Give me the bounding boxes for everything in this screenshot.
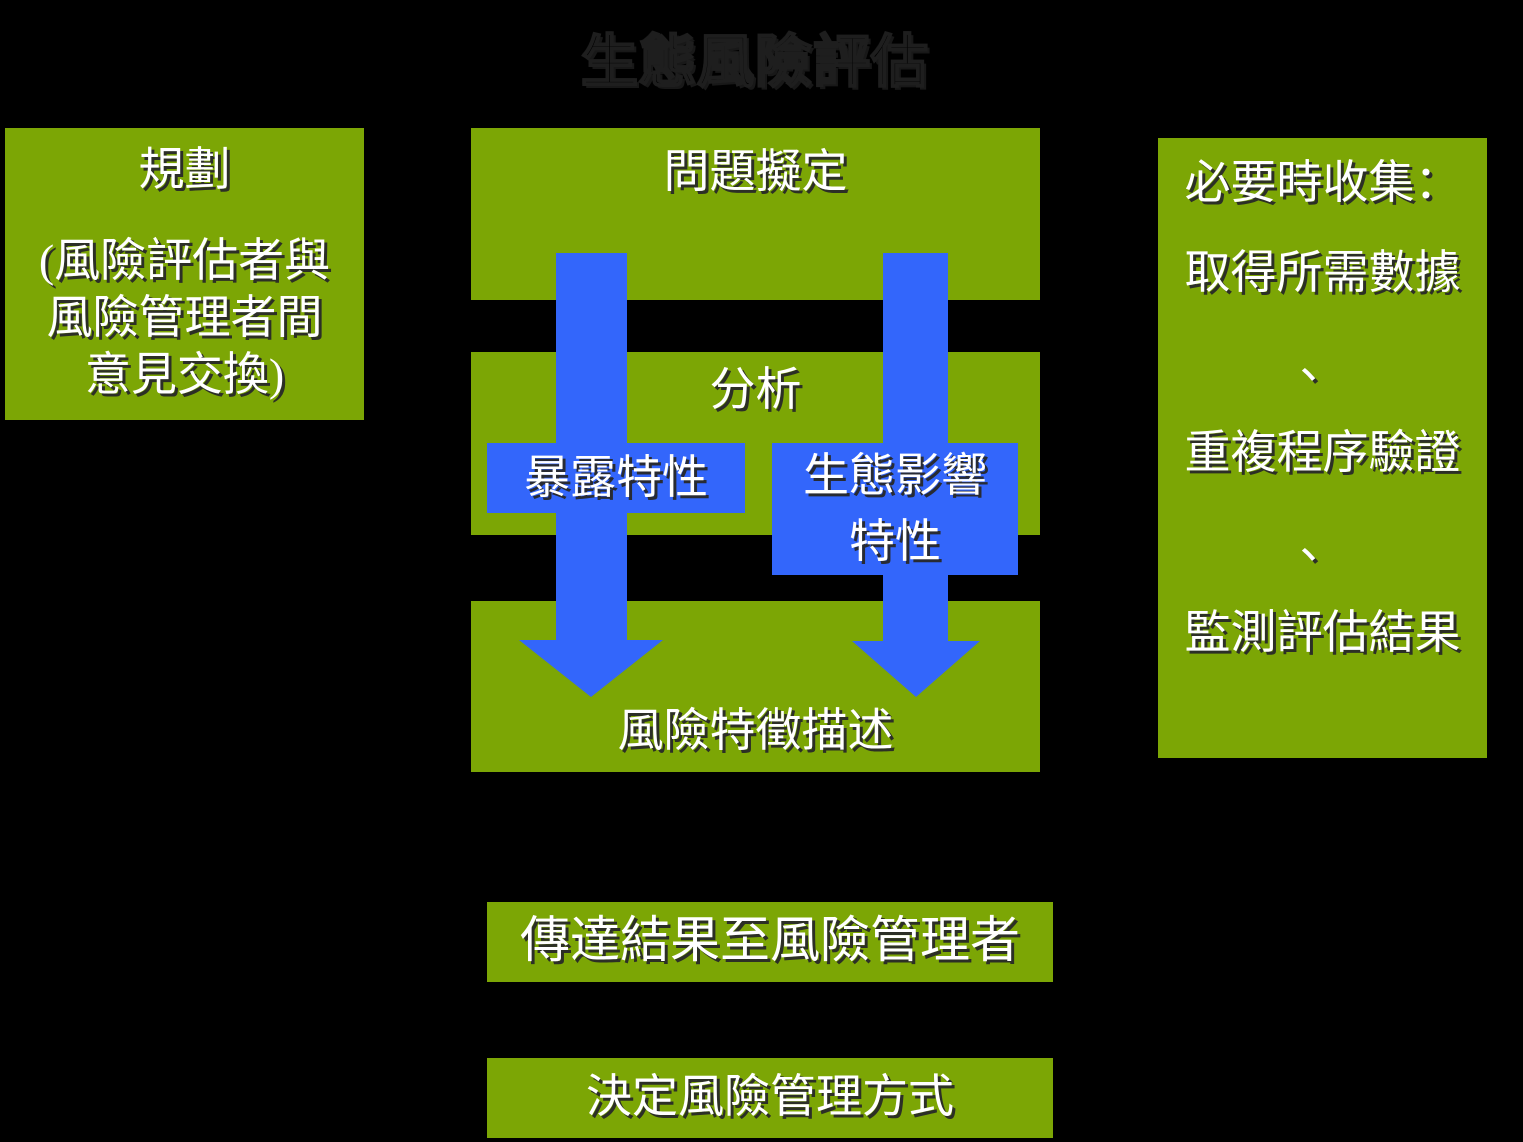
risk-characterization-label: 風險特徵描述 [617, 705, 894, 756]
problem-formulation-label: 問題擬定 [663, 146, 848, 197]
right-down-arrow-head-icon [852, 641, 980, 697]
diagram-title: 生態風險評估 [580, 30, 929, 95]
planning-note-line-1: (風險評估者與 [38, 235, 331, 286]
planning-box: 規劃 (風險評估者與 風險管理者間 意見交換) [5, 128, 364, 420]
left-down-arrow-head-icon [519, 640, 663, 697]
analysis-label: 分析 [709, 364, 802, 415]
decide-management-box: 決定風險管理方式 [487, 1058, 1053, 1138]
data-collection-box: 必要時收集： 取得所需數據 、 重複程序驗證 、 監測評估結果 [1158, 138, 1487, 758]
planning-note-line-3: 意見交換) [84, 349, 285, 400]
ecological-effects-box: 生態影響 特性 [772, 443, 1018, 575]
data-collection-line-1: 必要時收集： [1184, 157, 1461, 208]
planning-note: (風險評估者與 風險管理者間 意見交換) [5, 232, 364, 403]
ecological-effects-label-line-1: 生態影響 [803, 450, 987, 501]
planning-heading: 規劃 [138, 144, 231, 195]
communicate-results-label: 傳達結果至風險管理者 [520, 912, 1020, 968]
planning-note-line-2: 風險管理者間 [46, 292, 323, 343]
exposure-characterization-box: 暴露特性 [487, 443, 745, 513]
decide-management-label: 決定風險管理方式 [586, 1071, 954, 1122]
data-collection-separator-2: 、 [1299, 517, 1346, 568]
data-collection-separator-1: 、 [1299, 337, 1346, 388]
data-collection-line-2: 取得所需數據 [1184, 247, 1461, 298]
exposure-characterization-label: 暴露特性 [524, 452, 708, 503]
ecological-effects-label-line-2: 特性 [849, 516, 941, 567]
data-collection-line-3: 重複程序驗證 [1184, 427, 1461, 478]
communicate-results-box: 傳達結果至風險管理者 [487, 902, 1053, 982]
data-collection-line-4: 監測評估結果 [1184, 607, 1461, 658]
